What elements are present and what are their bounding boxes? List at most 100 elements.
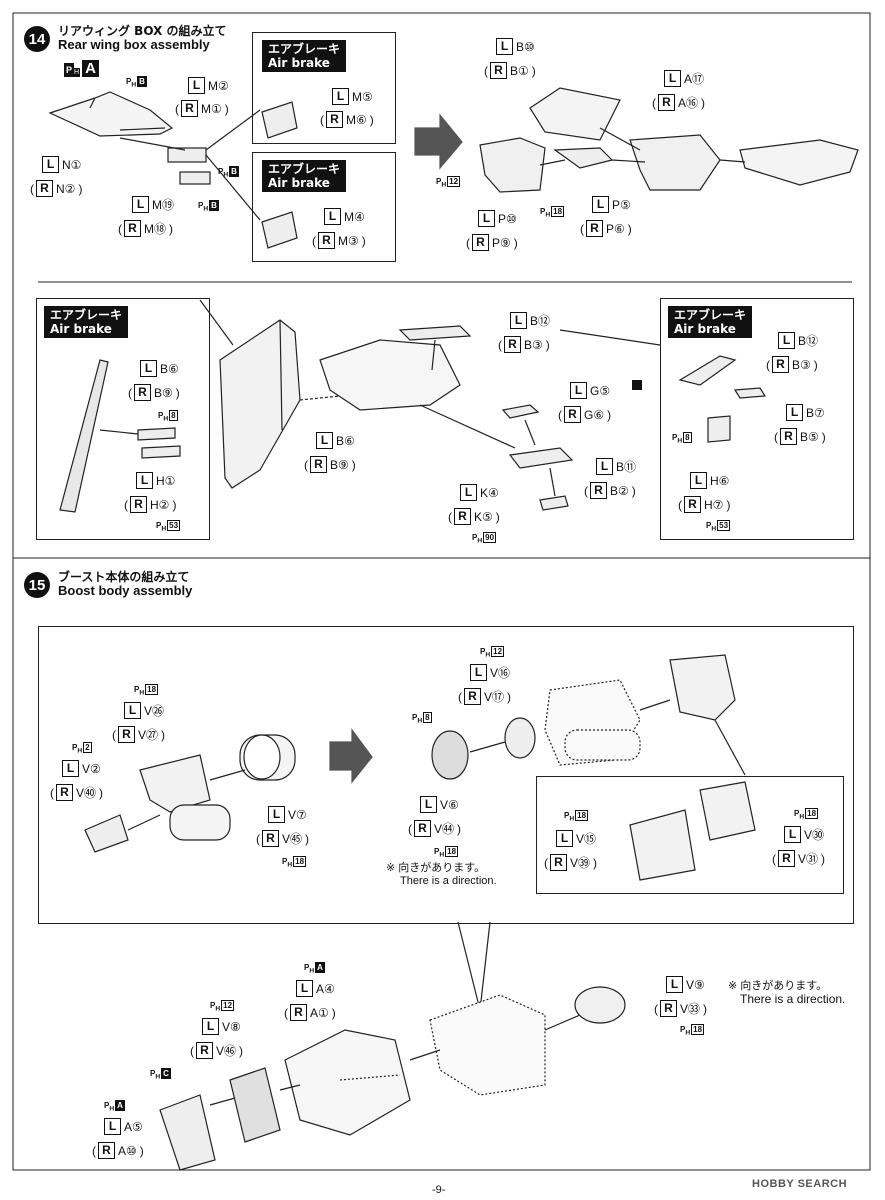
page-number: -9- (432, 1184, 446, 1196)
airbrake-frame-right (660, 298, 854, 540)
step-14-number: 14 (24, 26, 50, 52)
airbrake-frame-left (36, 298, 210, 540)
watermark: HOBBY SEARCH (752, 1178, 848, 1190)
step15-inset-frame (536, 776, 844, 894)
step15-upper-frame (38, 626, 854, 924)
direction-note-1: ※ 向きがあります。There is a direction. (386, 862, 497, 887)
step-15-title-jp: ブースト本体の組み立て (58, 570, 190, 584)
step-14-title-jp: リアウィング BOX の組み立て (58, 24, 227, 38)
ph-badge: P H A (64, 60, 99, 77)
step-14-title-en: Rear wing box assembly (58, 37, 210, 52)
airbrake-frame-upper (252, 32, 396, 144)
airbrake-frame-lower (252, 152, 396, 262)
direction-note-2: ※ 向きがあります。There is a direction. (728, 980, 846, 1006)
step-15-title-en: Boost body assembly (58, 583, 193, 598)
